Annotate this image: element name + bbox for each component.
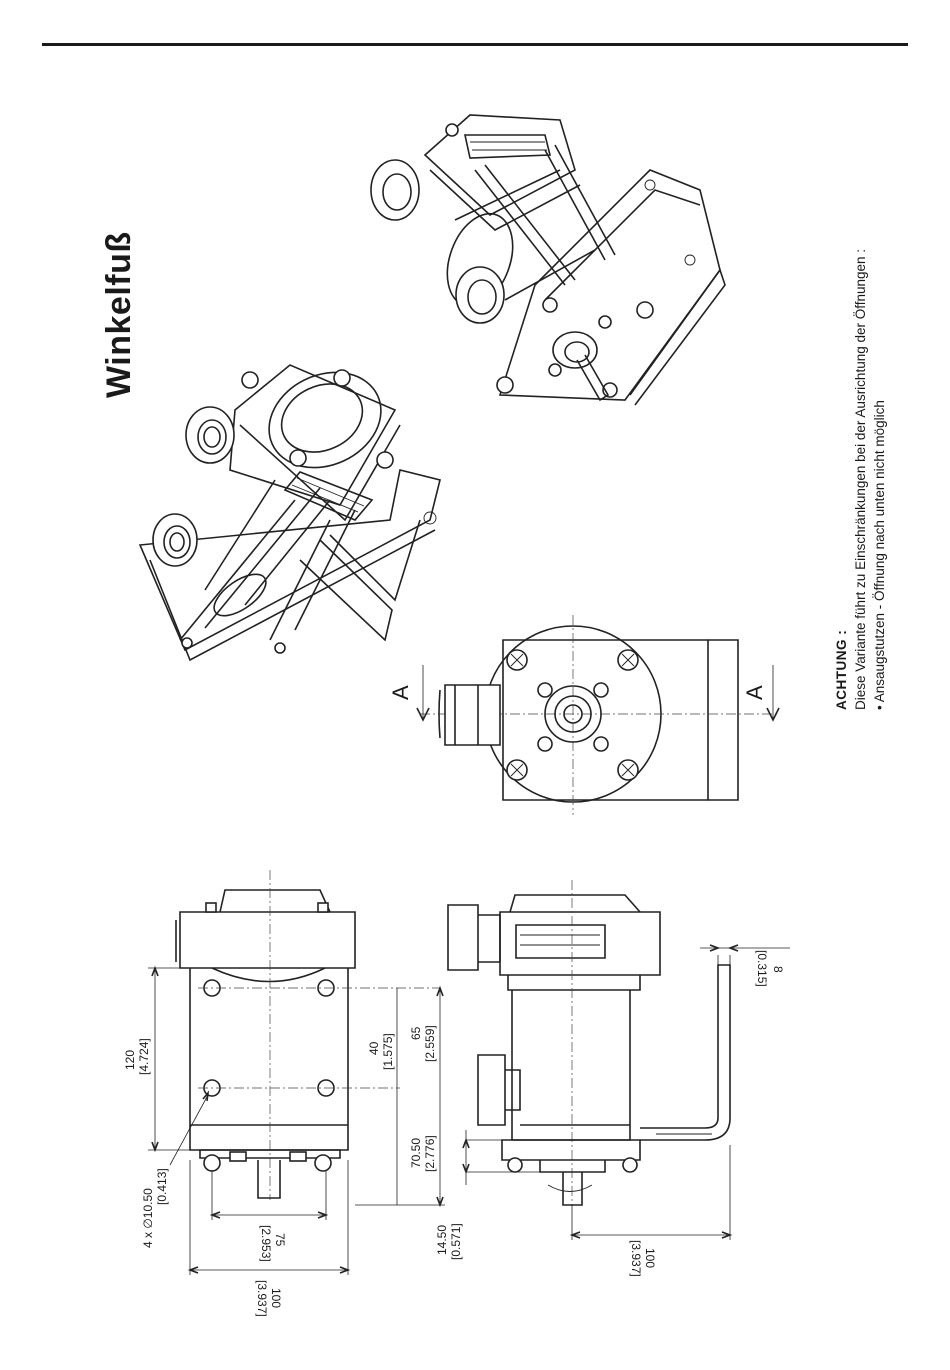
- svg-text:[2.776]: [2.776]: [423, 1135, 437, 1172]
- dim-8: [0.315] 8: [700, 945, 790, 987]
- side-view-right: [448, 880, 730, 1205]
- svg-text:[0.413]: [0.413]: [155, 1168, 169, 1205]
- dim-100-right: [3.937] 100: [572, 1145, 730, 1277]
- dim-40: 40 [1.575]: [367, 988, 397, 1088]
- svg-text:100: 100: [643, 1248, 657, 1268]
- svg-text:4 x ∅10.50: 4 x ∅10.50: [141, 1188, 155, 1248]
- isometric-view-front: [140, 355, 440, 660]
- svg-text:A: A: [388, 685, 413, 700]
- svg-text:[2.953]: [2.953]: [259, 1225, 273, 1262]
- svg-text:[0.571]: [0.571]: [449, 1223, 463, 1260]
- svg-text:120: 120: [123, 1050, 137, 1070]
- flange-front-view: [420, 615, 780, 815]
- section-marker-a-right: A: [742, 665, 779, 720]
- svg-text:40: 40: [367, 1041, 381, 1055]
- svg-text:100: 100: [269, 1288, 283, 1308]
- svg-text:8: 8: [771, 966, 785, 973]
- svg-text:65: 65: [409, 1026, 423, 1040]
- svg-text:75: 75: [273, 1233, 287, 1247]
- dim-75: [2.953] 75: [212, 1170, 326, 1262]
- svg-text:[1.575]: [1.575]: [381, 1033, 395, 1070]
- side-view-left: [176, 870, 440, 1200]
- svg-text:[4.724]: [4.724]: [137, 1038, 151, 1075]
- svg-text:[2.559]: [2.559]: [423, 1025, 437, 1062]
- svg-text:14.50: 14.50: [435, 1225, 449, 1255]
- section-marker-a-left: A: [388, 665, 429, 720]
- svg-text:[3.937]: [3.937]: [255, 1280, 269, 1317]
- svg-text:[3.937]: [3.937]: [629, 1240, 643, 1277]
- dim-120: 120 [4.724]: [123, 968, 190, 1150]
- dim-70-50: 70.50 [2.776]: [397, 1088, 437, 1205]
- dim-14-50: 14.50 [0.571]: [435, 1130, 540, 1260]
- svg-text:[0.315]: [0.315]: [755, 950, 769, 987]
- svg-text:A: A: [742, 685, 767, 700]
- isometric-view-rear: [371, 115, 725, 405]
- svg-text:70.50: 70.50: [409, 1138, 423, 1168]
- dim-hole-diameter: 4 x ∅10.50 [0.413]: [141, 1093, 208, 1248]
